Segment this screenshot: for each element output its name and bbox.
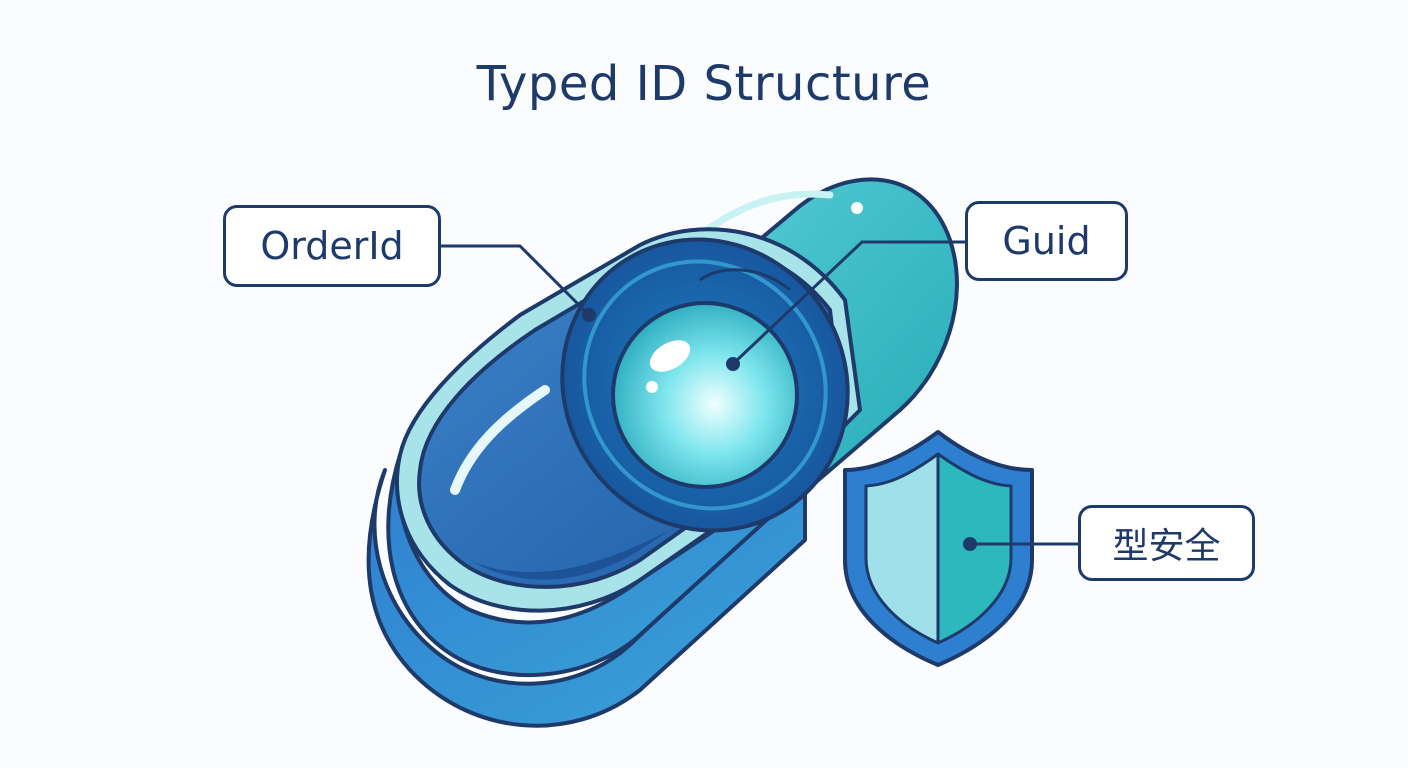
anchor-dot-typesafe: [963, 537, 977, 551]
label-type-safety: 型安全: [1078, 505, 1255, 581]
leader-guid: [733, 240, 965, 364]
leader-lines: [441, 240, 1078, 551]
label-orderid: OrderId: [223, 205, 441, 287]
shield-icon: [843, 430, 1034, 667]
anchor-dot-orderid: [582, 308, 596, 322]
diagram-title: Typed ID Structure: [476, 56, 932, 112]
leader-orderid: [441, 244, 590, 316]
label-guid: Guid: [965, 201, 1128, 281]
anchor-dot-guid: [726, 357, 740, 371]
sphere-icon: [611, 301, 799, 489]
